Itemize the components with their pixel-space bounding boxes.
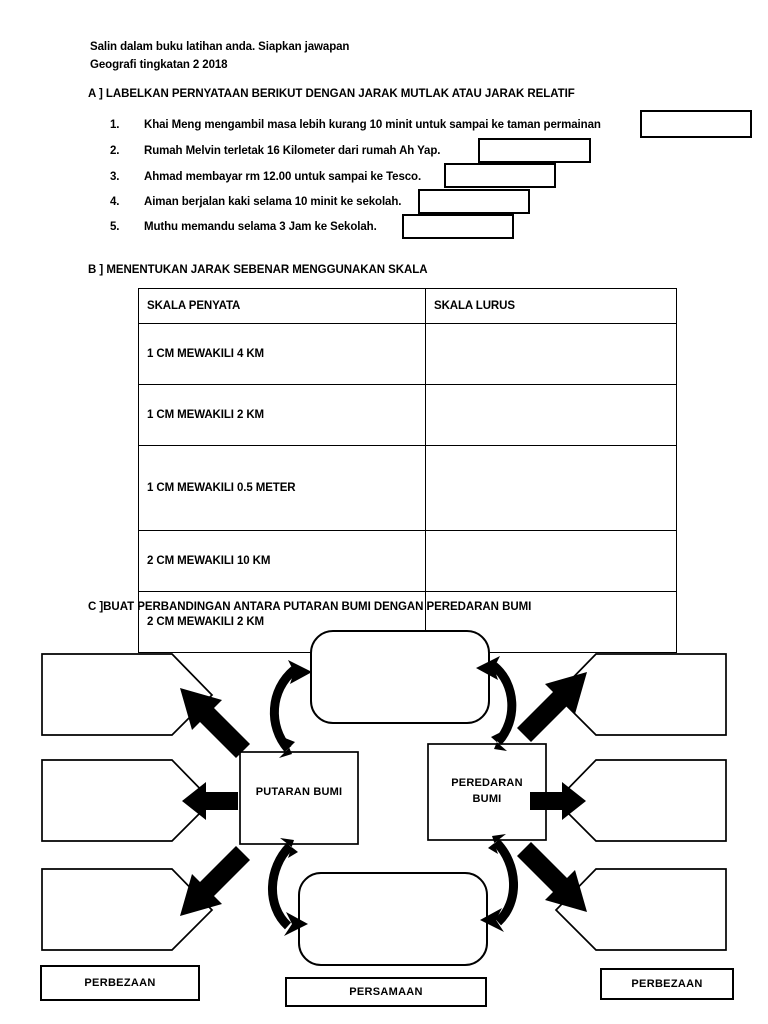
question-number: 3. [110,171,120,183]
question-number: 4. [110,196,120,208]
center-box-putaran-bumi[interactable] [239,751,359,845]
top-rounded-box[interactable] [310,630,490,724]
column-header-skala-penyata: SKALA PENYATA [138,288,426,324]
bottom-rounded-box[interactable] [298,872,488,966]
section-b-title: B ] MENENTUKAN JARAK SEBENAR MENGGUNAKAN… [88,264,428,276]
footer-label-persamaan[interactable]: PERSAMAAN [285,977,487,1007]
table-header-row: SKALA PENYATA SKALA LURUS [138,288,677,324]
question-item-1: 1. Khai Meng mengambil masa lebih kurang … [110,119,601,131]
question-item-2: 2. Rumah Melvin terletak 16 Kilometer dar… [110,145,440,157]
arrow-peredaran-to-right-3 [517,842,587,912]
question-item-5: 5. Muthu memandu selama 3 Jam ke Sekolah. [110,221,377,233]
arrow-putaran-to-left-2 [182,782,238,820]
cell-skala-lurus[interactable] [425,323,677,385]
question-text: Khai Meng mengambil masa lebih kurang 10… [144,119,601,131]
arrow-peredaran-to-right-2 [530,782,586,820]
header-line-2: Geografi tingkatan 2 2018 [90,59,228,71]
question-number: 1. [110,119,120,131]
arrow-putaran-to-left-3 [180,846,250,916]
answer-box-1[interactable] [640,110,752,138]
table-row: 1 CM MEWAKILI 4 KM [138,323,677,385]
answer-box-2[interactable] [478,138,591,163]
section-c-title: C ]BUAT PERBANDINGAN ANTARA PUTARAN BUMI… [88,601,532,613]
curve-putaran-to-top [270,660,312,758]
right-box-2[interactable] [554,759,727,842]
answer-box-5[interactable] [402,214,514,239]
left-box-3[interactable] [41,868,214,951]
cell-skala-penyata: 1 CM MEWAKILI 4 KM [138,323,426,385]
question-text: Aiman berjalan kaki selama 10 minit ke s… [144,196,402,208]
answer-box-4[interactable] [418,189,530,214]
question-number: 5. [110,221,120,233]
skala-table: SKALA PENYATA SKALA LURUS 1 CM MEWAKILI … [138,288,677,653]
question-text: Ahmad membayar rm 12.00 untuk sampai ke … [144,171,422,183]
cell-skala-lurus[interactable] [425,530,677,592]
question-item-4: 4. Aiman berjalan kaki selama 10 minit ke… [110,196,401,208]
question-item-3: 3. Ahmad membayar rm 12.00 untuk sampai k… [110,171,421,183]
question-text: Rumah Melvin terletak 16 Kilometer dari … [144,145,441,157]
comparison-diagram [0,618,768,1024]
cell-skala-penyata: 2 CM MEWAKILI 10 KM [138,530,426,592]
cell-skala-penyata: 1 CM MEWAKILI 0.5 METER [138,445,426,531]
question-number: 2. [110,145,120,157]
question-text: Muthu memandu selama 3 Jam ke Sekolah. [144,221,377,233]
column-header-skala-lurus: SKALA LURUS [425,288,677,324]
header-line-1: Salin dalam buku latihan anda. Siapkan j… [90,41,350,53]
arrow-putaran-to-left-1 [180,688,250,758]
right-box-1[interactable] [554,653,727,736]
table-row: 2 CM MEWAKILI 10 KM [138,530,677,592]
table-row: 1 CM MEWAKILI 2 KM [138,384,677,446]
right-box-3[interactable] [554,868,727,951]
curve-putaran-to-bottom [268,838,308,936]
left-box-2[interactable] [41,759,214,842]
footer-label-perbezaan-right[interactable]: PERBEZAAN [600,968,734,1000]
center-box-peredaran-bumi[interactable] [427,743,547,841]
table-row: 1 CM MEWAKILI 0.5 METER [138,445,677,531]
arrow-peredaran-to-right-1 [517,672,587,742]
cell-skala-lurus[interactable] [425,384,677,446]
answer-box-3[interactable] [444,163,556,188]
curve-peredaran-to-bottom [480,834,518,932]
section-a-title: A ] LABELKAN PERNYATAAN BERIKUT DENGAN J… [88,88,575,100]
footer-label-perbezaan-left[interactable]: PERBEZAAN [40,965,200,1001]
curve-peredaran-to-top [476,656,517,751]
cell-skala-penyata: 1 CM MEWAKILI 2 KM [138,384,426,446]
cell-skala-lurus[interactable] [425,445,677,531]
